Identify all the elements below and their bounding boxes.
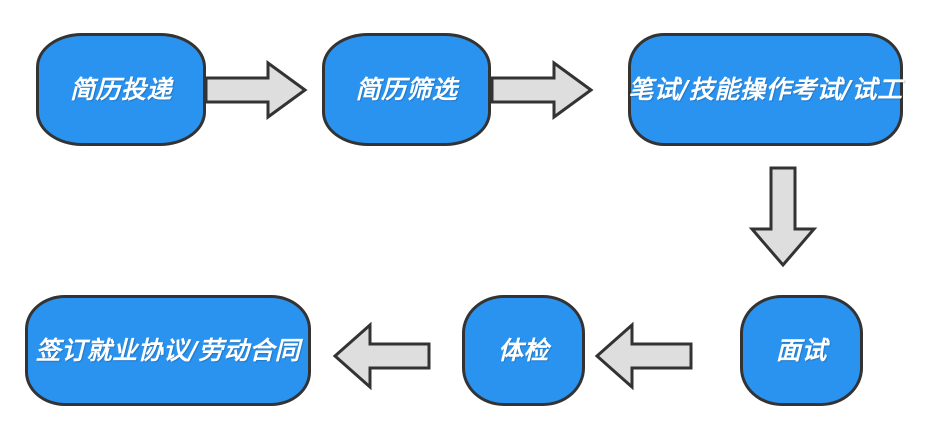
arrow-right-apply-to-screen [204,60,308,120]
arrow-down-exam-to-interview [748,166,818,268]
node-screen[interactable]: 简历筛选 [322,33,491,146]
arrow-right-screen-to-exam [490,60,594,120]
node-screen-label: 简历筛选 [355,74,458,104]
node-apply[interactable]: 简历投递 [36,33,206,146]
node-contract[interactable]: 签订就业协议/劳动合同 [25,295,311,406]
node-medical[interactable]: 体检 [462,295,585,406]
node-interview-label: 面试 [775,335,827,365]
node-apply-label: 简历投递 [69,74,172,104]
node-medical-label: 体检 [497,335,549,365]
node-contract-label: 签订就业协议/劳动合同 [35,335,301,365]
node-exam-label: 笔试/技能操作考试/试工 [628,74,903,104]
arrow-left-interview-to-medical [594,322,694,390]
node-interview[interactable]: 面试 [740,295,863,406]
arrow-left-medical-to-contract [332,322,432,390]
node-exam[interactable]: 笔试/技能操作考试/试工 [628,33,903,146]
